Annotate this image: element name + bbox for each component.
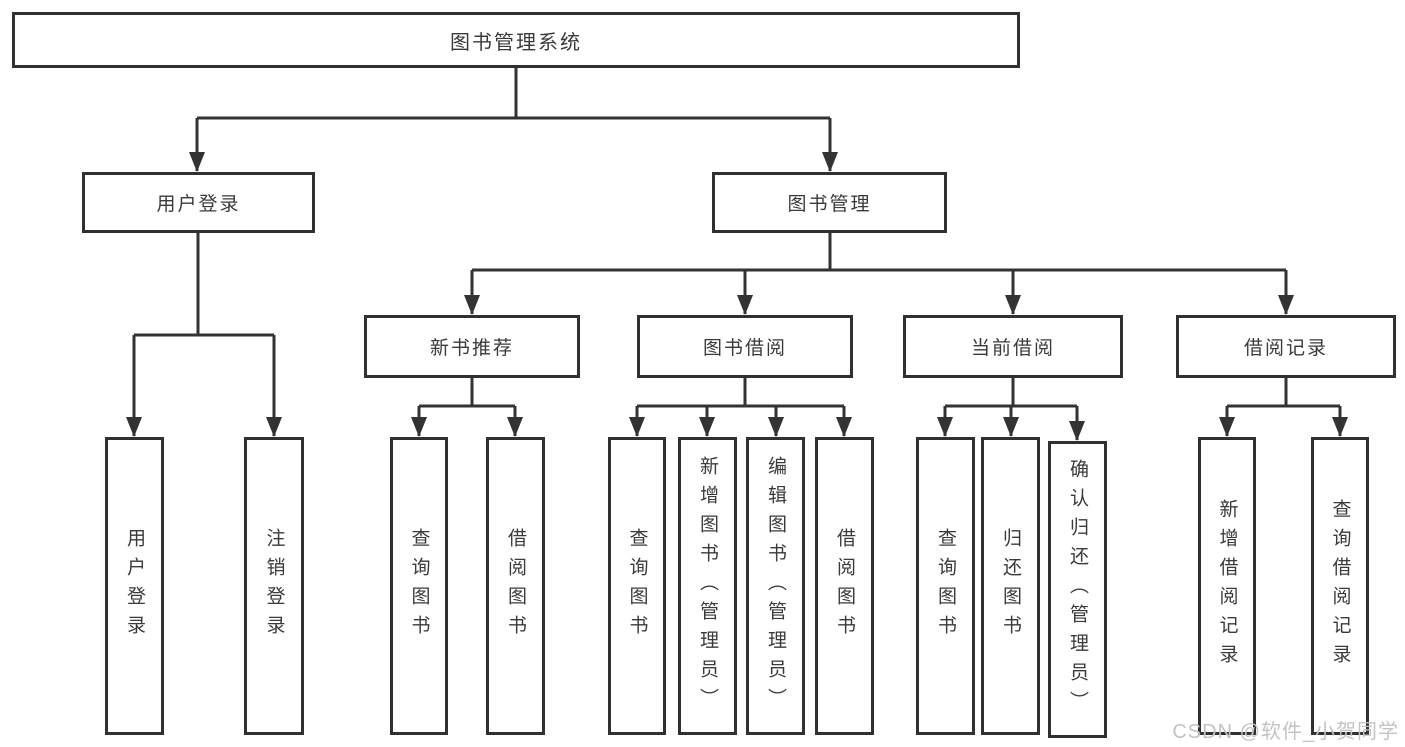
leaf-add-book-admin: 新增图书（管理员）: [678, 437, 737, 735]
leaf-logout-label: 注销登录: [263, 528, 285, 644]
leaf-edit-book-admin-label: 编辑图书（管理员）: [765, 455, 786, 717]
node-book-borrowing: 图书借阅: [637, 315, 853, 378]
node-user-login-label: 用户登录: [156, 194, 241, 215]
leaf-borrow-book-2: 借阅图书: [815, 437, 874, 735]
leaf-logout: 注销登录: [244, 437, 304, 735]
node-book-management: 图书管理: [712, 172, 947, 233]
leaf-query-book-2-label: 查询图书: [626, 528, 648, 644]
node-current-borrowing-label: 当前借阅: [970, 338, 1055, 359]
leaf-query-borrow-record-label: 查询借阅记录: [1329, 499, 1351, 673]
leaf-add-borrow-record: 新增借阅记录: [1198, 437, 1256, 735]
leaf-borrow-book-1-label: 借阅图书: [505, 528, 526, 644]
leaf-query-book-3-label: 查询图书: [935, 528, 956, 644]
leaf-query-borrow-record: 查询借阅记录: [1311, 437, 1369, 735]
leaf-add-book-admin-label: 新增图书（管理员）: [697, 455, 718, 717]
node-new-book-recommend-label: 新书推荐: [429, 338, 514, 359]
node-root-system: 图书管理系统: [12, 12, 1020, 68]
node-book-borrowing-label: 图书借阅: [702, 338, 787, 359]
leaf-user-login: 用户登录: [105, 437, 164, 735]
node-book-management-label: 图书管理: [787, 194, 872, 215]
csdn-watermark: CSDN @软件_小贺同学: [1172, 721, 1399, 743]
node-current-borrowing: 当前借阅: [903, 315, 1123, 378]
leaf-confirm-return-admin-label: 确认归还（管理员）: [1067, 459, 1088, 720]
leaf-query-book-3: 查询图书: [916, 437, 975, 735]
leaf-query-book-1: 查询图书: [390, 437, 448, 735]
node-user-login: 用户登录: [82, 172, 315, 233]
leaf-borrow-book-1: 借阅图书: [486, 437, 545, 735]
node-new-book-recommend: 新书推荐: [364, 315, 580, 378]
leaf-query-book-1-label: 查询图书: [408, 528, 430, 644]
node-borrowing-records-label: 借阅记录: [1243, 338, 1328, 359]
leaf-add-borrow-record-label: 新增借阅记录: [1216, 499, 1238, 673]
leaf-return-book-label: 归还图书: [1000, 528, 1021, 644]
leaf-borrow-book-2-label: 借阅图书: [834, 528, 855, 644]
leaf-user-login-label: 用户登录: [124, 528, 145, 644]
leaf-query-book-2: 查询图书: [608, 437, 666, 735]
node-borrowing-records: 借阅记录: [1176, 315, 1396, 378]
leaf-return-book: 归还图书: [981, 437, 1040, 735]
leaf-edit-book-admin: 编辑图书（管理员）: [746, 437, 805, 735]
node-root-system-label: 图书管理系统: [450, 31, 582, 54]
leaf-confirm-return-admin: 确认归还（管理员）: [1048, 441, 1107, 738]
